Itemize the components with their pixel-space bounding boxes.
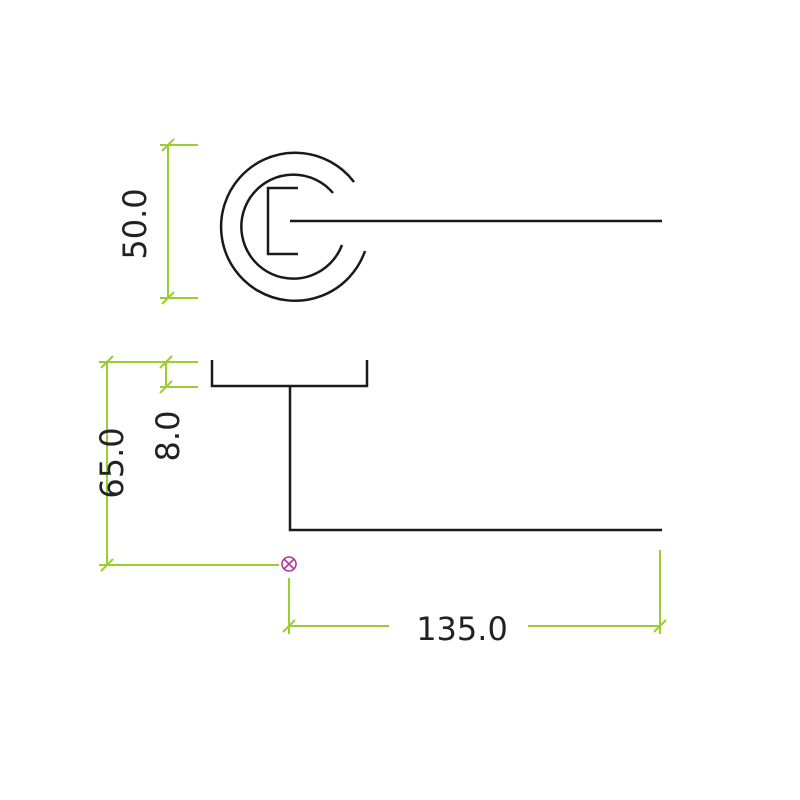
circle-cross-icon	[281, 556, 297, 572]
dimension-rose-thickness: 8.0	[149, 355, 198, 462]
dimension-lever-length: 135.0	[282, 550, 667, 648]
rose-diameter-label: 50.0	[116, 188, 154, 259]
projection-label: 65.0	[93, 427, 131, 498]
rose-outer-ring	[219, 151, 367, 303]
spindle-outline	[266, 186, 298, 256]
lever-length-label: 135.0	[416, 610, 508, 648]
rose-plate-side	[210, 360, 369, 388]
dimension-projection: 65.0	[93, 355, 279, 572]
dimension-rose-diameter: 50.0	[116, 138, 198, 305]
side-view	[210, 360, 662, 532]
rose-thickness-label: 8.0	[149, 411, 187, 462]
top-view	[219, 151, 662, 303]
rose-inner-ring	[240, 173, 344, 280]
lever-side	[288, 386, 662, 532]
